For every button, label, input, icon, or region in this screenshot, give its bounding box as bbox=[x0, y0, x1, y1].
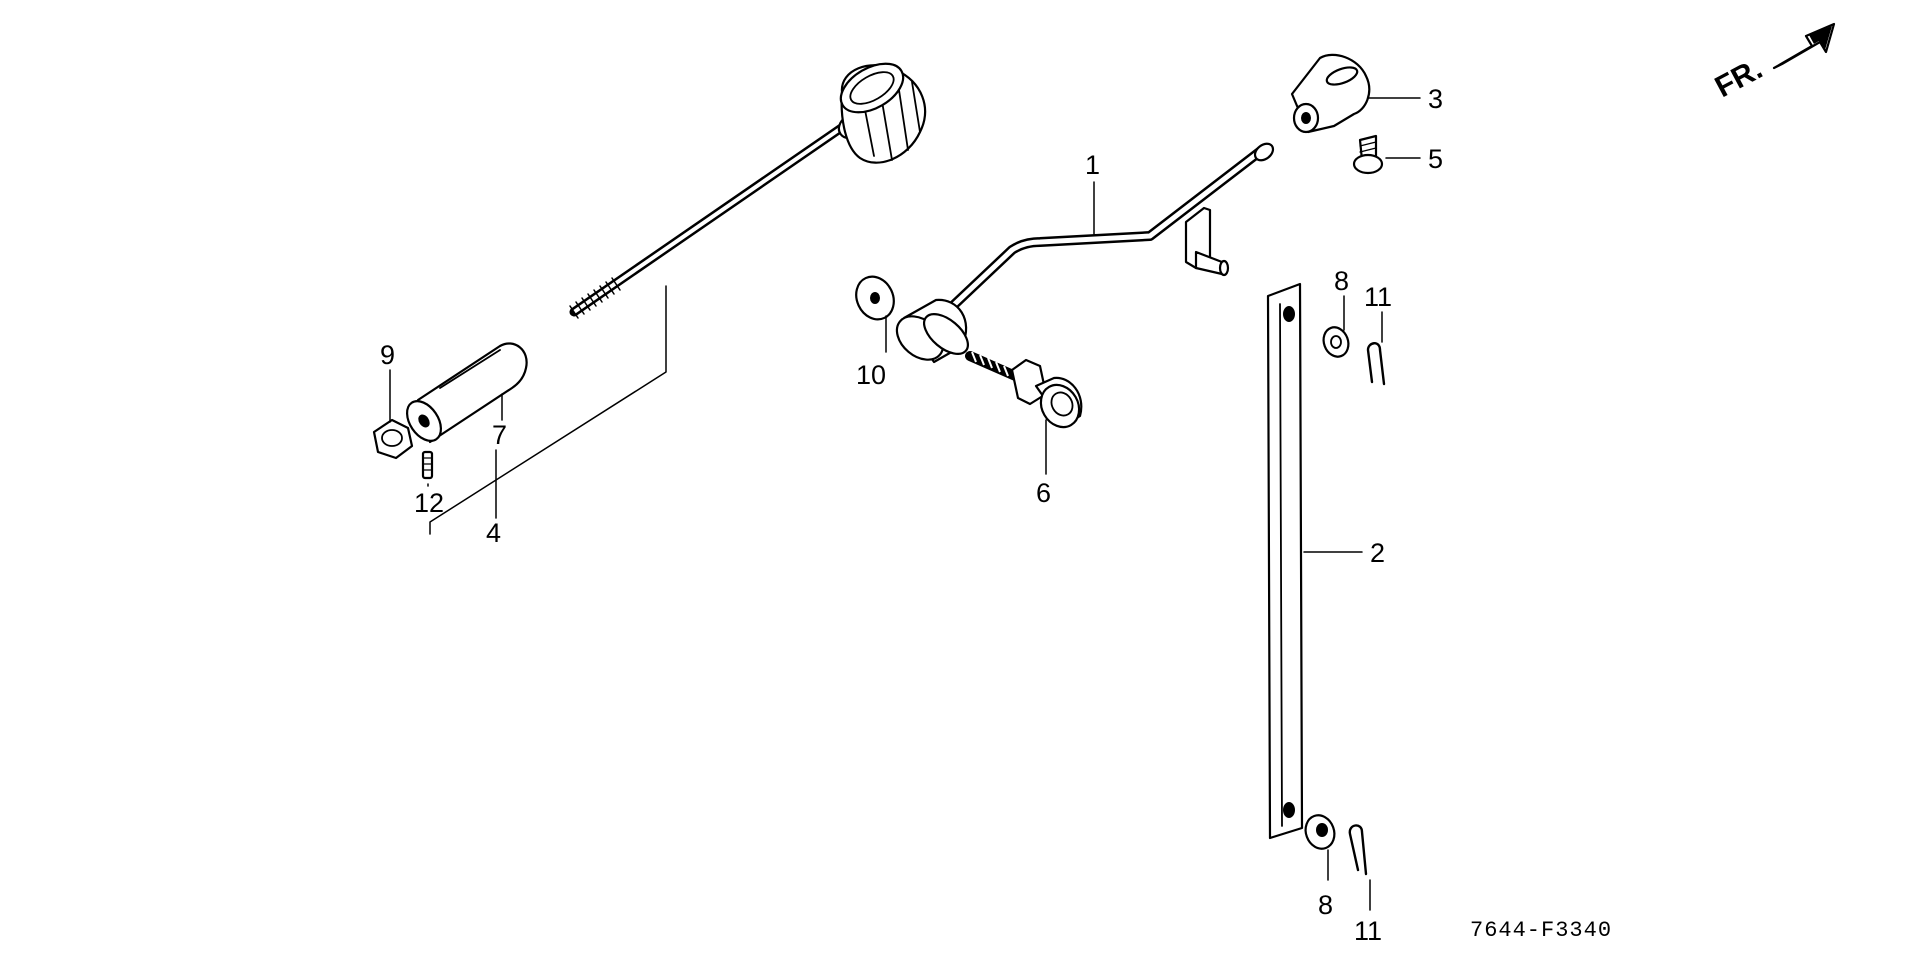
part-10-washer bbox=[855, 275, 895, 321]
callout-5: 5 bbox=[1428, 144, 1443, 174]
part-2-link-plate bbox=[1266, 282, 1304, 840]
part-1-shift-lever bbox=[895, 142, 1275, 364]
front-direction-indicator: FR. bbox=[1710, 22, 1836, 104]
callouts: 1 2 3 4 5 6 7 8 8 9 10 11 11 12 bbox=[380, 84, 1443, 946]
callout-4: 4 bbox=[486, 518, 501, 548]
callout-7: 7 bbox=[492, 420, 507, 450]
callout-3: 3 bbox=[1428, 84, 1443, 114]
front-label: FR. bbox=[1710, 52, 1768, 104]
callout-2: 2 bbox=[1370, 538, 1385, 568]
part-7-sleeve bbox=[405, 342, 528, 444]
callout-9: 9 bbox=[380, 340, 395, 370]
part-11-cotter-pin-top bbox=[1366, 342, 1386, 386]
callout-11-bottom: 11 bbox=[1354, 916, 1382, 946]
part-3-holder bbox=[1290, 53, 1371, 134]
part-8-washer-bottom bbox=[1304, 814, 1336, 850]
callout-11-top: 11 bbox=[1364, 282, 1392, 312]
part-9-nut bbox=[372, 418, 414, 460]
part-11-cotter-pin-bottom bbox=[1348, 824, 1368, 876]
callout-8-bottom: 8 bbox=[1318, 890, 1333, 920]
drawing-code: 7644-F3340 bbox=[1470, 918, 1612, 943]
part-5-screw bbox=[1352, 134, 1384, 175]
callout-12: 12 bbox=[414, 488, 444, 518]
part-4-knob-rod bbox=[569, 62, 927, 319]
callout-1: 1 bbox=[1085, 150, 1100, 180]
part-8-washer-top bbox=[1322, 326, 1350, 358]
part-12-pin bbox=[421, 450, 434, 480]
part-6-bolt bbox=[965, 351, 1083, 429]
callout-8-top: 8 bbox=[1334, 266, 1349, 296]
callout-10: 10 bbox=[856, 360, 886, 390]
callout-6: 6 bbox=[1036, 478, 1051, 508]
leader-lines bbox=[389, 97, 1421, 911]
